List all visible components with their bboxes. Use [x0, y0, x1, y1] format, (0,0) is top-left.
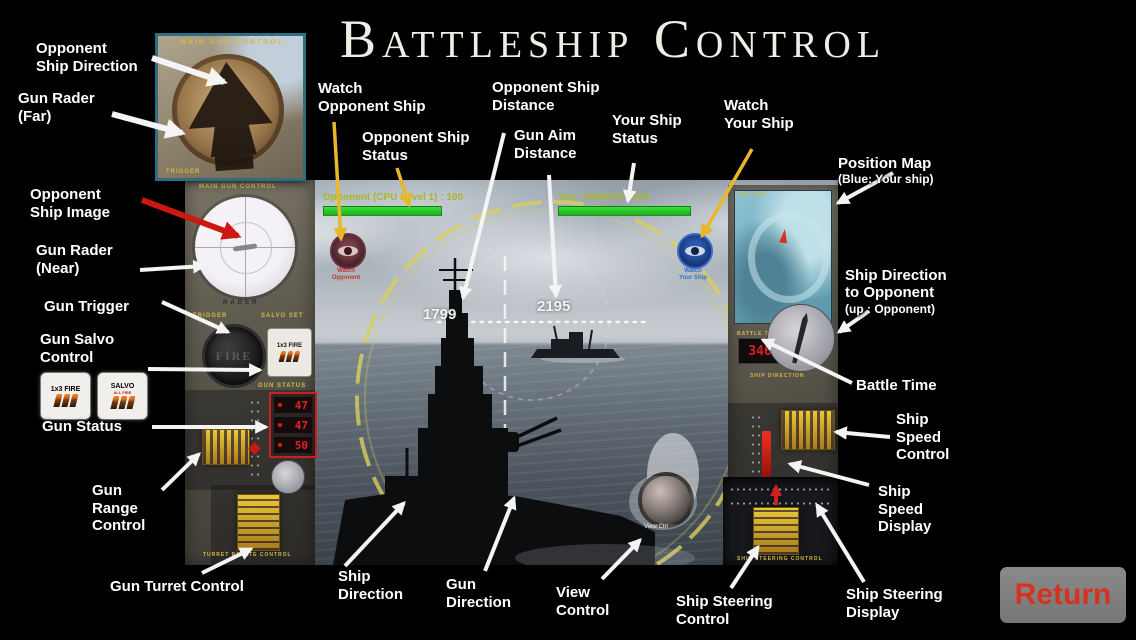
watch-opponent-caption: Watch Opponent [331, 268, 361, 282]
legend-salvo-sublabel: ALL FIRE [113, 390, 132, 395]
label-gun-range-control: Gun Range Control [92, 482, 146, 535]
watch-your-ship-caption: Watch Your Ship [679, 268, 707, 282]
steering-scale-dots [729, 485, 833, 493]
label-gun-aim-distance: Gun Aim Distance [514, 127, 577, 162]
legend-salvo-label: SALVO [110, 383, 135, 390]
trigger-label: TRIGGER [193, 313, 228, 319]
page-title: Battleship Control [339, 9, 887, 69]
opponent-direction-arrow [188, 62, 273, 172]
fire-button[interactable]: FIRE [202, 324, 266, 388]
gun-status-header: GUN STATUS [258, 383, 307, 389]
label-position-map: Position Map (Blue: Your ship) [838, 137, 934, 204]
player-battleship-silhouette [333, 258, 655, 565]
steering-panel-footer: SHIP STEERING CONTROL [737, 556, 823, 562]
label-battle-time: Battle Time [856, 377, 937, 394]
label-ship-direction-to-opponent-sub: (up : Opponent) [845, 302, 935, 317]
turret-panel-footer: TURRET ROTATE CONTROL [203, 552, 292, 558]
label-ship-steering-control: Ship Steering Control [676, 593, 773, 628]
label-gun-trigger: Gun Trigger [44, 298, 130, 315]
steering-tick-dots [729, 499, 833, 505]
label-gun-direction: Gun Direction [446, 576, 512, 611]
arrow-ship-speed-control [833, 426, 891, 440]
label-ship-direction-to-opponent-main: Ship Direction to Opponent [845, 266, 947, 302]
legend-1x3-fire-icon: 1x3 FIRE [40, 372, 91, 420]
position-map: SEA MAP [734, 190, 832, 324]
main-gun-panel-header: MAIN GUN CONTROL [199, 184, 277, 190]
opponent-ship-silhouette [531, 325, 625, 363]
gun-turret-slider[interactable] [237, 494, 280, 551]
label-ship-speed-display: Ship Speed Display [878, 483, 932, 536]
gun-status-box: 47 47 50 [269, 392, 317, 458]
opponent-health-bar [323, 206, 442, 216]
view-control-joystick[interactable] [638, 472, 694, 528]
label-view-control: View Control [556, 584, 610, 619]
return-button[interactable]: Return [1000, 567, 1126, 623]
shells-icon [109, 396, 136, 409]
eye-icon [685, 246, 705, 256]
inset-header: MAIN GUN CONTROL [180, 39, 284, 46]
label-your-ship-status: Your Ship Status [612, 112, 682, 147]
gun-range-slider[interactable] [202, 429, 250, 465]
inset-footer: TRIGGER [166, 169, 201, 175]
shells-icon [52, 393, 79, 407]
label-gun-rader-near: Gun Rader (Near) [36, 242, 113, 277]
ship-steering-panel: SHIP STEERING CONTROL [723, 477, 838, 565]
ship-silhouette-icon [790, 312, 811, 365]
gun2-status-value: 47 [294, 418, 308, 432]
label-opponent-ship-image: Opponent Ship Image [30, 186, 111, 221]
game-screenshot: Opponent (CPU Level 1) : 100 You: YAMATO… [185, 180, 838, 565]
map-header: SEA MAP [738, 192, 768, 198]
gun-status-row: 50 [274, 437, 312, 453]
gun-radar-near [195, 197, 295, 297]
player-health-bar [558, 206, 691, 216]
opponent-ship-distance-value: 1799 [423, 306, 457, 323]
range-scale-dots [249, 398, 261, 480]
ship-speed-slider[interactable] [781, 410, 835, 450]
label-opponent-ship-direction: Opponent Ship Direction [36, 40, 138, 75]
label-opponent-ship-status: Opponent Ship Status [362, 129, 470, 164]
salvo-set-label: SALVO SET [261, 313, 304, 319]
salvo-mode-label: 1x3 FIRE [276, 343, 303, 349]
watch-your-ship-eye-button[interactable] [677, 233, 713, 269]
steering-pointer-stem [774, 495, 778, 505]
gun-status-row: 47 [274, 397, 312, 413]
ship-speed-display-bar [762, 431, 771, 477]
legend-salvo-icon: SALVO ALL FIRE [97, 372, 148, 420]
label-watch-your-ship: Watch Your Ship [724, 97, 794, 132]
gun1-status-value: 47 [294, 398, 308, 412]
map-range-ring [748, 212, 830, 303]
label-gun-salvo-control: Gun Salvo Control [40, 331, 115, 366]
speed-scale-dots [750, 413, 760, 493]
label-gun-turret-control: Gun Turret Control [110, 578, 244, 595]
legend-1x3-fire-label: 1x3 FIRE [50, 385, 81, 393]
salvo-mode-button[interactable]: 1x3 FIRE [267, 328, 312, 377]
label-position-map-main: Position Map [838, 154, 932, 172]
label-ship-steering-display: Ship Steering Display [846, 586, 943, 621]
battle-time-label: BATTLE TIME [737, 331, 781, 337]
label-gun-status: Gun Status [42, 418, 123, 435]
label-opponent-ship-distance: Opponent Ship Distance [492, 79, 600, 114]
shells-icon [278, 351, 301, 362]
eye-icon [338, 246, 358, 256]
label-watch-opponent-ship: Watch Opponent Ship [318, 80, 426, 115]
ship-steering-slider[interactable] [753, 507, 799, 555]
gun3-status-value: 50 [294, 438, 308, 452]
radar-caption: RADER [223, 300, 260, 306]
gun-status-row: 47 [274, 417, 312, 433]
salvo-legend-icons: 1x3 FIRE SALVO ALL FIRE [40, 372, 148, 420]
main-gun-control-panel: MAIN GUN CONTROL RADER TRIGGER SALVO SET… [185, 180, 317, 565]
watch-opponent-eye-button[interactable] [330, 233, 366, 269]
compass-dial [271, 460, 305, 494]
ship-direction-dial [767, 304, 835, 372]
view-control-caption: View Ctrl [644, 524, 668, 530]
label-gun-rader-far: Gun Rader (Far) [18, 90, 95, 125]
ship-direction-dial-label: SHIP DIRECTION [750, 373, 805, 379]
label-ship-direction-to-opponent: Ship Direction to Opponent (up : Opponen… [845, 249, 947, 334]
label-ship-speed-control: Ship Speed Control [896, 411, 950, 464]
gun-aim-distance-value: 2195 [537, 298, 571, 315]
label-position-map-sub: (Blue: Your ship) [838, 172, 934, 187]
label-ship-direction: Ship Direction [338, 568, 404, 603]
opponent-health-text: Opponent (CPU Level 1) : 100 [323, 192, 464, 203]
player-health-text: You: YAMATO : 100 [558, 192, 650, 203]
